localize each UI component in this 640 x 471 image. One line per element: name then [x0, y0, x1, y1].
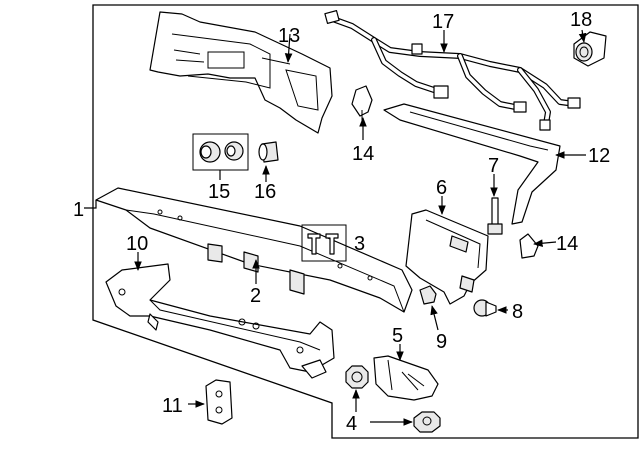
- leader-lines: [84, 29, 587, 426]
- part-10-bracket[interactable]: [105, 263, 335, 379]
- callout-18: 18: [570, 9, 592, 31]
- callout-8: 8: [512, 301, 523, 323]
- part-5-bracket[interactable]: [373, 355, 439, 401]
- callout-5: 5: [392, 325, 403, 347]
- assembly-outline: [92, 4, 639, 439]
- part-14-push-pin-right[interactable]: [519, 233, 539, 259]
- part-9-nut[interactable]: [419, 285, 437, 305]
- callout-7: 7: [488, 155, 499, 177]
- part-12-trim-panel[interactable]: [383, 103, 561, 225]
- callout-12: 12: [588, 145, 610, 167]
- callout-17: 17: [432, 11, 454, 33]
- part-6-center-panel[interactable]: [405, 209, 489, 305]
- callout-14-right: 14: [556, 233, 578, 255]
- part-4-nut-lower[interactable]: [413, 411, 441, 433]
- callout-16: 16: [254, 181, 276, 203]
- callout-6: 6: [436, 177, 447, 199]
- callout-14-top: 14: [352, 143, 374, 165]
- callout-9: 9: [436, 331, 447, 353]
- part-11-bracket[interactable]: [205, 379, 233, 425]
- part-14-push-pin-top[interactable]: [351, 85, 373, 124]
- callout-10: 10: [126, 233, 148, 255]
- part-4-nut-upper[interactable]: [345, 365, 369, 389]
- callout-1: 1: [73, 199, 84, 221]
- part-8-retainer[interactable]: [473, 299, 497, 317]
- callout-15: 15: [208, 181, 230, 203]
- callout-13: 13: [278, 25, 300, 47]
- callout-2: 2: [250, 285, 261, 307]
- part-7-bolt[interactable]: [487, 197, 503, 235]
- part-13-inner-panel[interactable]: [149, 11, 333, 134]
- part-16-bumper[interactable]: [258, 141, 279, 163]
- part-3-bolts[interactable]: [301, 224, 347, 262]
- part-17-wiring-harness[interactable]: [324, 10, 581, 131]
- callout-11: 11: [162, 395, 183, 417]
- part-15-bumper-stops[interactable]: [192, 133, 249, 180]
- callout-3: 3: [354, 233, 365, 255]
- part-18-connector[interactable]: [573, 31, 607, 67]
- callout-4: 4: [346, 413, 357, 435]
